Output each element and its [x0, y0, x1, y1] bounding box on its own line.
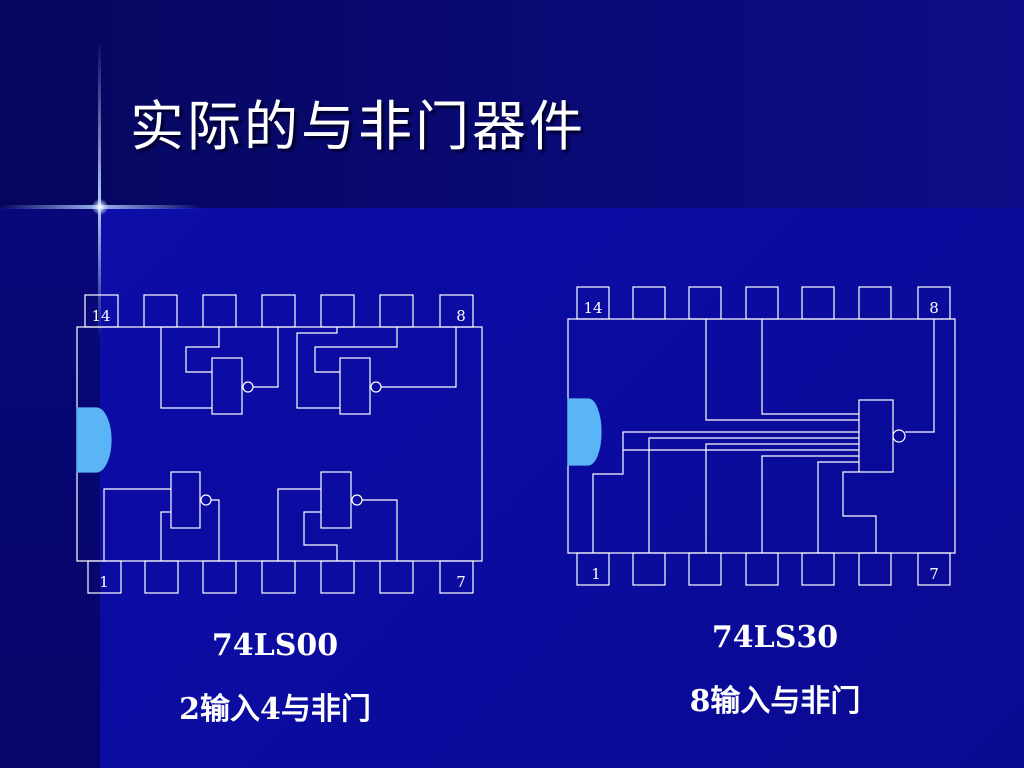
pin-10	[801, 286, 835, 320]
pin-label-14: 14	[91, 307, 110, 325]
pin-14	[576, 286, 610, 320]
pin-9	[858, 286, 892, 320]
pin-label-8: 8	[929, 299, 939, 317]
chip-74ls30: 14 8 1 7	[567, 286, 956, 586]
pin-7	[917, 552, 951, 586]
chip-part-number: 74LS30	[711, 620, 839, 655]
sparkle-vertical	[98, 40, 101, 340]
pin-label-7: 7	[929, 565, 939, 583]
nand-gate-3	[103, 471, 220, 561]
pin-9	[379, 294, 414, 328]
pin-label-8: 8	[456, 307, 466, 325]
title-band	[0, 0, 1024, 208]
pin-label-1: 1	[99, 573, 109, 591]
pin-7	[439, 560, 474, 594]
pin-3	[688, 552, 722, 586]
chip-description: 2输入4与非门	[179, 692, 371, 727]
pin-11	[261, 294, 296, 328]
pin-12	[688, 286, 722, 320]
pin-5	[801, 552, 835, 586]
pin-5	[320, 560, 355, 594]
left-band	[0, 208, 100, 768]
pin-6	[379, 560, 414, 594]
pin-3	[202, 560, 237, 594]
pin-4	[261, 560, 296, 594]
pin-14	[84, 294, 119, 328]
pin-2	[632, 552, 666, 586]
nand-gate-2	[296, 327, 457, 415]
nand-gate-1	[160, 327, 279, 415]
pin-4	[745, 552, 779, 586]
sparkle-icon	[92, 199, 108, 215]
bottom-pins	[576, 552, 951, 586]
pin-6	[858, 552, 892, 586]
nand-gate-8-input	[592, 319, 935, 553]
pin-label-14: 14	[583, 299, 602, 317]
chip-notch	[567, 398, 602, 466]
top-pins	[576, 286, 951, 320]
top-pins	[84, 294, 474, 328]
pin-11	[745, 286, 779, 320]
chip-74ls00: 14 8 1 7	[76, 294, 483, 594]
pin-label-1: 1	[591, 565, 601, 583]
chip-body	[76, 326, 483, 562]
bottom-pins	[87, 560, 474, 594]
chip-notch	[76, 407, 112, 473]
nand-gate-4	[277, 471, 398, 561]
content-area	[100, 208, 1024, 768]
pin-2	[144, 560, 179, 594]
chip-description: 8输入与非门	[689, 684, 861, 719]
pin-10	[320, 294, 355, 328]
pin-13	[632, 286, 666, 320]
pin-13	[143, 294, 178, 328]
slide-title: 实际的与非门器件	[130, 95, 586, 158]
pin-12	[202, 294, 237, 328]
pin-label-7: 7	[456, 573, 466, 591]
chip-part-number: 74LS00	[211, 628, 339, 663]
